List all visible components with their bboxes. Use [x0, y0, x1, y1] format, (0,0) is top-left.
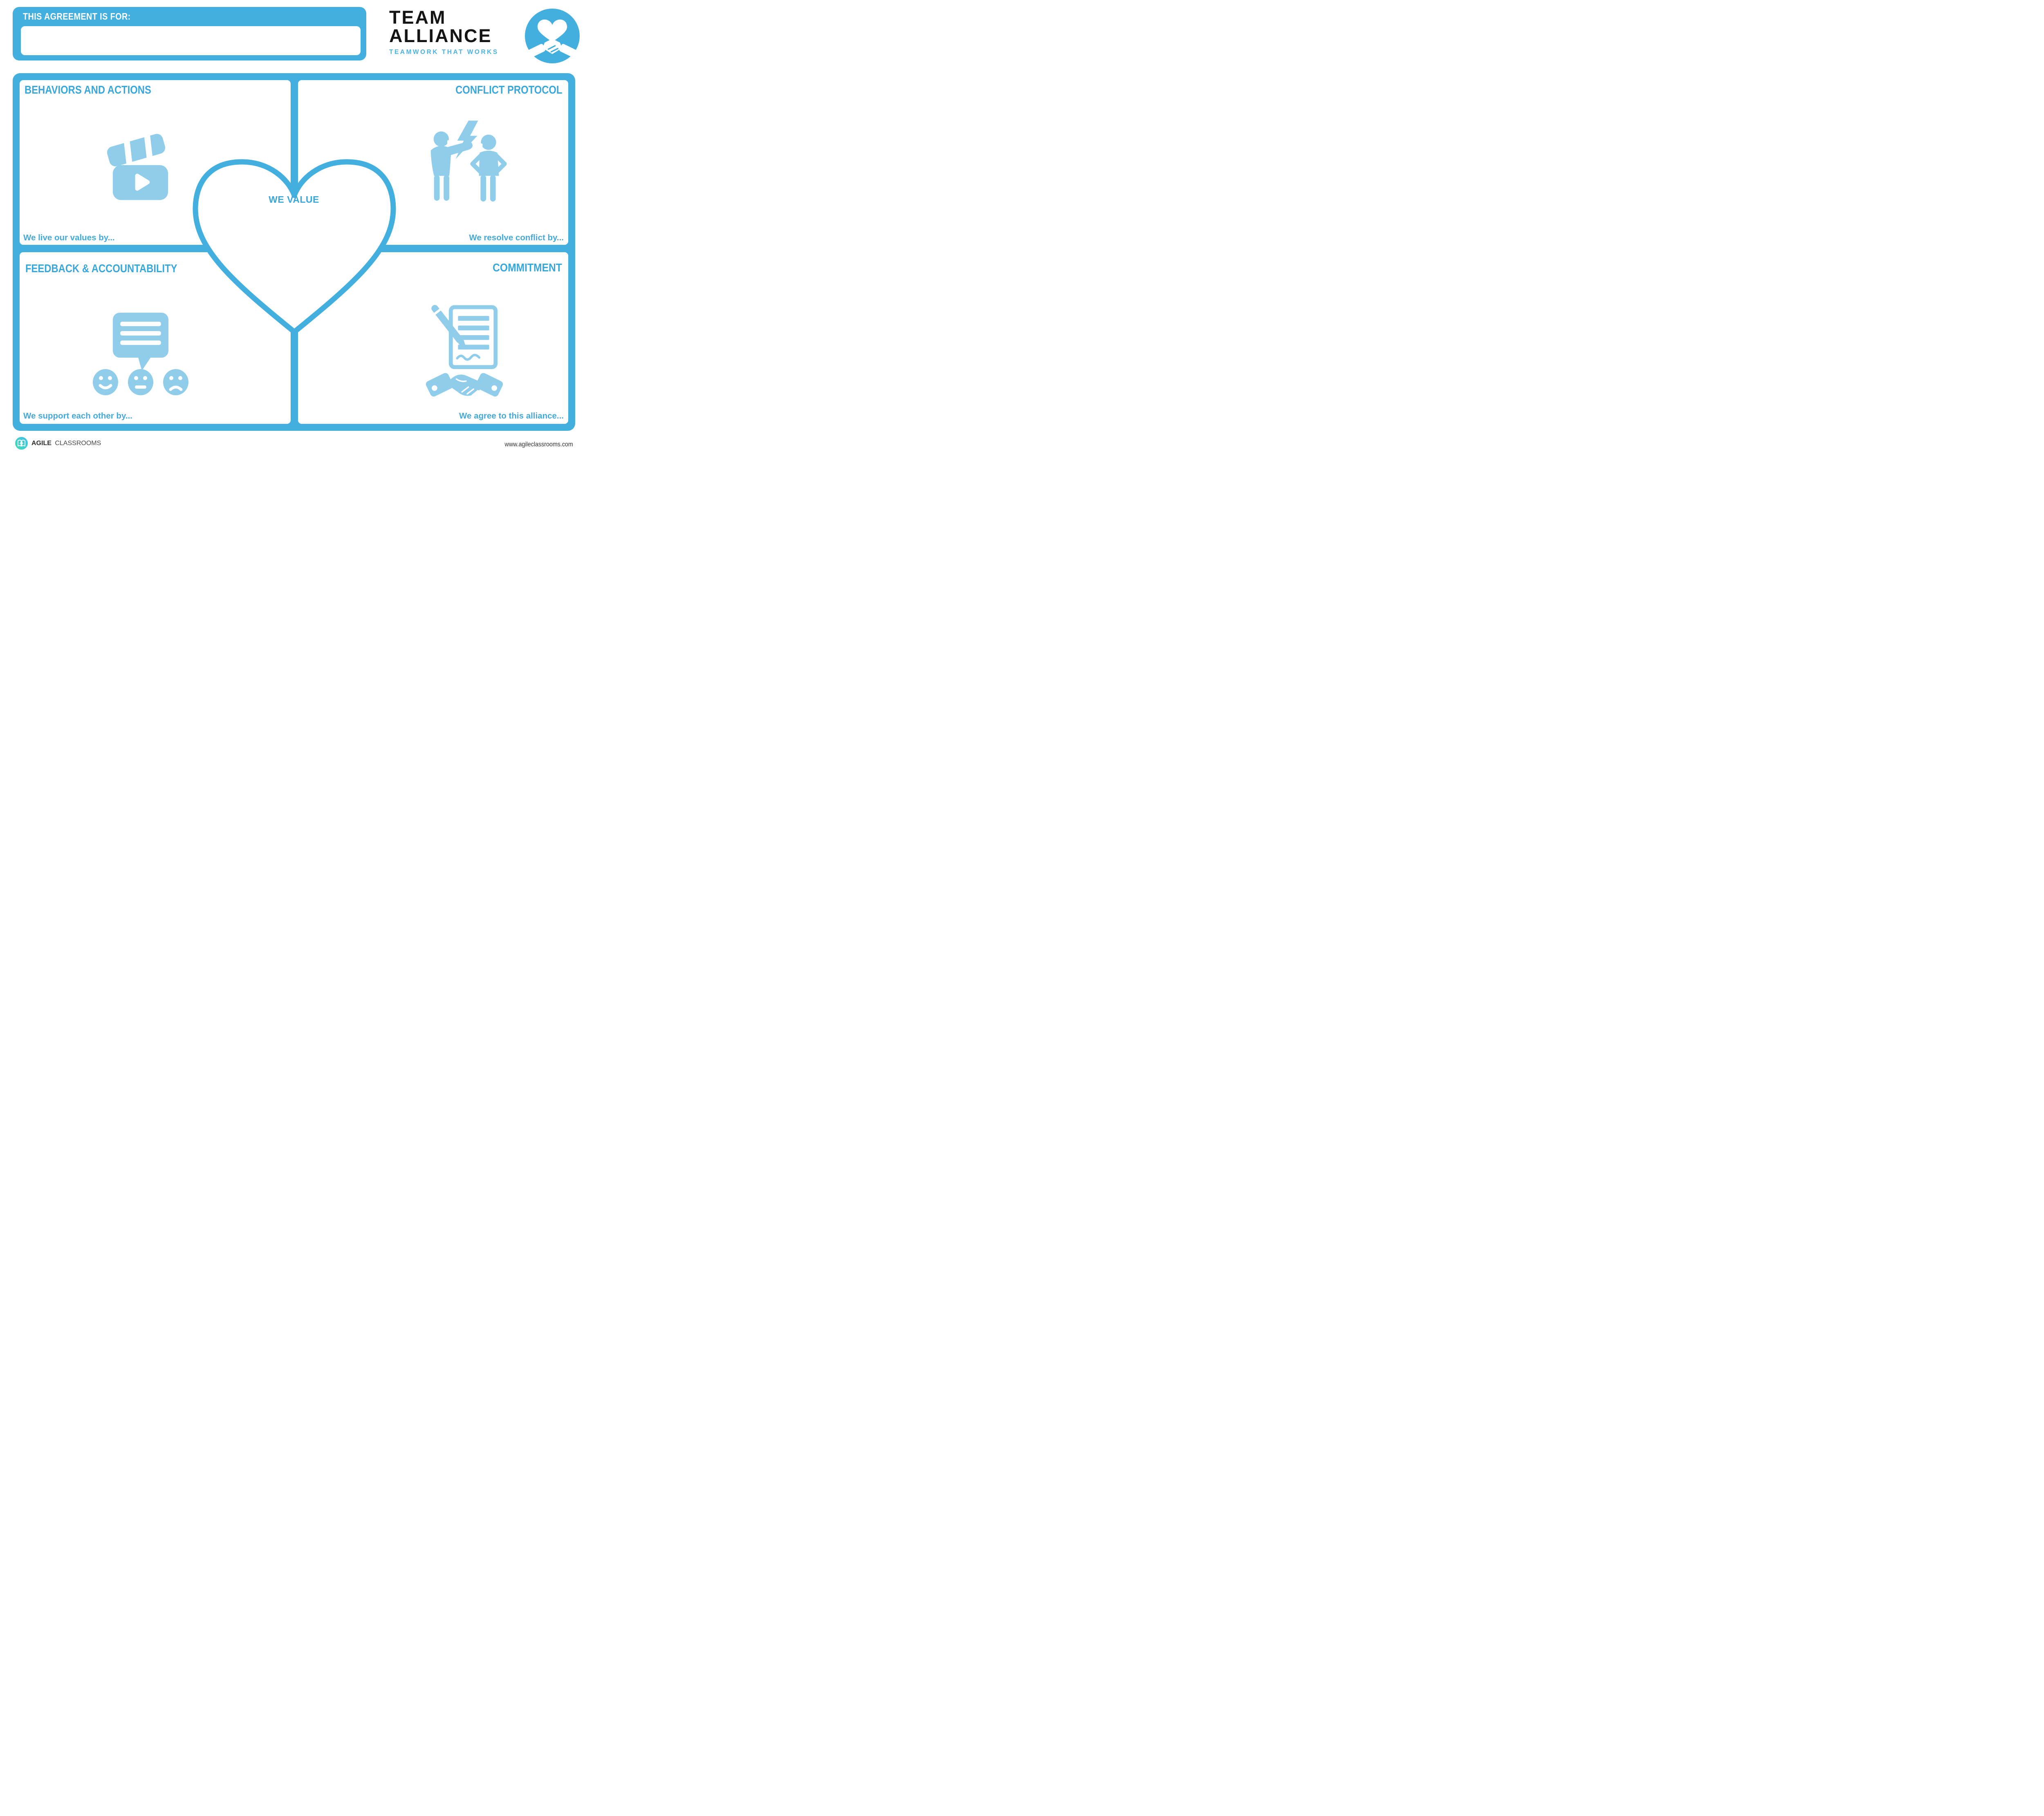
quadrant-feedback-accountability: FEEDBACK & ACCOUNTABILITY — [20, 252, 291, 424]
team-alliance-canvas: THIS AGREEMENT IS FOR: TEAM ALLIANCE TEA… — [0, 0, 588, 454]
agreement-for-input[interactable] — [21, 26, 361, 55]
quadrant-prompt: We resolve conflict by... — [469, 233, 564, 242]
heart-handshake-icon — [525, 9, 580, 63]
open-book-icon — [15, 437, 28, 450]
quadrant-conflict-protocol: CONFLICT PROTOCOL — [298, 80, 568, 245]
logo-title-line1: TEAM — [389, 7, 446, 28]
website-url: www.agileclassrooms.com — [504, 441, 573, 448]
logo-tagline: TEAMWORK THAT WORKS — [389, 49, 499, 56]
contract-signing-handshake-icon — [426, 305, 503, 399]
clapperboard-icon — [107, 133, 169, 201]
quadrant-title: BEHAVIORS AND ACTIONS — [25, 83, 151, 96]
quadrant-commitment: COMMITMENT — [298, 252, 568, 424]
agreement-label: THIS AGREEMENT IS FOR: — [23, 11, 131, 22]
quadrant-title: COMMITMENT — [493, 261, 562, 274]
quadrant-behaviors-and-actions: BEHAVIORS AND ACTIONS We live our values… — [20, 80, 291, 245]
agile-classrooms-brand: AGILE CLASSROOMS — [15, 437, 101, 450]
brand-regular: CLASSROOMS — [55, 439, 101, 447]
team-alliance-logo: TEAM ALLIANCE TEAMWORK THAT WORKS — [389, 8, 499, 56]
quadrant-title: FEEDBACK & ACCOUNTABILITY — [25, 262, 177, 275]
canvas-panel: BEHAVIORS AND ACTIONS We live our values… — [13, 73, 575, 431]
feedback-faces-icon — [90, 313, 191, 395]
quadrant-prompt: We live our values by... — [23, 233, 115, 242]
quadrant-prompt: We support each other by... — [23, 411, 132, 421]
brand-wordmark: AGILE CLASSROOMS — [31, 440, 101, 447]
argument-icon — [428, 121, 509, 204]
logo-title-line2: ALLIANCE — [389, 25, 492, 46]
brand-bold: AGILE — [31, 439, 52, 447]
agreement-header: THIS AGREEMENT IS FOR: — [13, 7, 366, 60]
quadrant-prompt: We agree to this alliance... — [459, 411, 564, 421]
quadrant-title: CONFLICT PROTOCOL — [455, 83, 562, 96]
we-value-label: WE VALUE — [269, 194, 319, 205]
